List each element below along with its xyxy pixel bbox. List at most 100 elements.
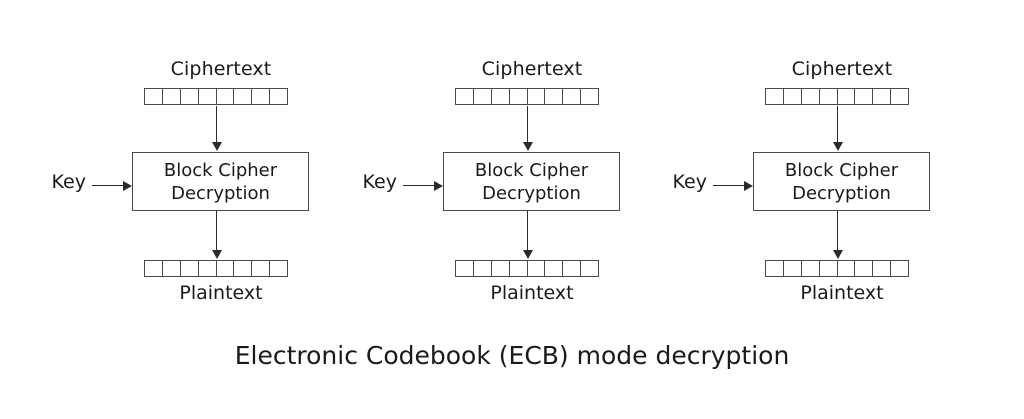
plaintext-label: Plaintext [800, 282, 884, 304]
block-cell [456, 261, 474, 276]
block-cell [252, 89, 271, 104]
arrow-head-down-icon [523, 250, 533, 259]
plaintext-label: Plaintext [490, 282, 574, 304]
block-cell [217, 261, 235, 276]
arrow-head-right-icon [123, 181, 132, 191]
arrow-shaft [527, 211, 528, 251]
arrow-shaft [216, 211, 217, 251]
block-cell [456, 89, 474, 104]
cipher-to-plaintext-arrow [212, 211, 222, 260]
ciphertext-to-cipher-arrow [833, 106, 843, 152]
block-cell [474, 261, 492, 276]
block-cell [234, 89, 253, 104]
ecb-stage-1: Ciphertext Key Block Cipher Decryption [52, 0, 376, 320]
key-to-cipher-arrow [713, 181, 753, 191]
block-cell [873, 261, 892, 276]
arrow-head-down-icon [523, 142, 533, 151]
block-cell [891, 89, 908, 104]
block-cell [528, 261, 546, 276]
arrow-head-down-icon [833, 250, 843, 259]
block-cell [199, 261, 217, 276]
block-cipher-decryption-box: Block Cipher Decryption [132, 152, 309, 211]
cipher-to-plaintext-arrow [833, 211, 843, 260]
block-cell [545, 89, 564, 104]
block-cell [181, 261, 199, 276]
block-cell [474, 89, 492, 104]
cipher-box-line-2: Decryption [792, 182, 891, 204]
arrow-head-down-icon [833, 142, 843, 151]
block-cell [492, 261, 510, 276]
block-cipher-decryption-box: Block Cipher Decryption [753, 152, 930, 211]
block-cell [199, 89, 217, 104]
ciphertext-block-bar [144, 88, 288, 105]
key-label: Key [51, 171, 86, 193]
block-cell [145, 89, 163, 104]
key-to-cipher-arrow [403, 181, 443, 191]
block-cell [581, 261, 598, 276]
ecb-stage-2: Ciphertext Key Block Cipher Decryption [363, 0, 687, 320]
plaintext-block-bar [455, 260, 599, 277]
key-label: Key [362, 171, 397, 193]
block-cell [802, 89, 820, 104]
block-cell [492, 89, 510, 104]
ciphertext-label: Ciphertext [170, 58, 272, 80]
block-cell [252, 261, 271, 276]
block-cell [891, 261, 908, 276]
block-cell [820, 261, 838, 276]
arrow-shaft [713, 185, 744, 186]
arrow-shaft [527, 106, 528, 143]
ciphertext-label: Ciphertext [791, 58, 893, 80]
arrow-head-right-icon [434, 181, 443, 191]
arrow-head-down-icon [212, 142, 222, 151]
ciphertext-label: Ciphertext [481, 58, 583, 80]
plaintext-block-bar [144, 260, 288, 277]
cipher-box-line-2: Decryption [482, 182, 581, 204]
block-cell [873, 89, 892, 104]
block-cell [766, 89, 784, 104]
ciphertext-block-bar [455, 88, 599, 105]
arrow-shaft [837, 106, 838, 143]
cipher-box-line-2: Decryption [171, 182, 270, 204]
figure-caption: Electronic Codebook (ECB) mode decryptio… [234, 341, 790, 370]
ciphertext-to-cipher-arrow [523, 106, 533, 152]
arrow-head-down-icon [212, 250, 222, 259]
block-cell [528, 89, 546, 104]
block-cell [838, 89, 856, 104]
arrow-shaft [92, 185, 123, 186]
arrow-shaft [216, 106, 217, 143]
arrow-shaft [837, 211, 838, 251]
block-cell [217, 89, 235, 104]
block-cell [510, 261, 528, 276]
plaintext-label: Plaintext [179, 282, 263, 304]
block-cell [784, 261, 802, 276]
key-label: Key [672, 171, 707, 193]
block-cell [145, 261, 163, 276]
ciphertext-block-bar [765, 88, 909, 105]
arrow-shaft [403, 185, 434, 186]
ciphertext-to-cipher-arrow [212, 106, 222, 152]
block-cell [820, 89, 838, 104]
cipher-box-line-1: Block Cipher [163, 159, 278, 181]
block-cell [784, 89, 802, 104]
block-cell [545, 261, 564, 276]
block-cell [510, 89, 528, 104]
block-cipher-decryption-box: Block Cipher Decryption [443, 152, 620, 211]
block-cell [563, 89, 582, 104]
block-cell [838, 261, 856, 276]
cipher-to-plaintext-arrow [523, 211, 533, 260]
block-cell [163, 89, 181, 104]
block-cell [802, 261, 820, 276]
key-to-cipher-arrow [92, 181, 132, 191]
cipher-box-line-1: Block Cipher [474, 159, 589, 181]
plaintext-block-bar [765, 260, 909, 277]
block-cell [270, 89, 287, 104]
arrow-head-right-icon [744, 181, 753, 191]
ecb-stage-3: Ciphertext Key Block Cipher Decryption [673, 0, 997, 320]
block-cell [581, 89, 598, 104]
block-cell [766, 261, 784, 276]
block-cell [163, 261, 181, 276]
block-cell [563, 261, 582, 276]
block-cell [234, 261, 253, 276]
block-cell [855, 89, 874, 104]
